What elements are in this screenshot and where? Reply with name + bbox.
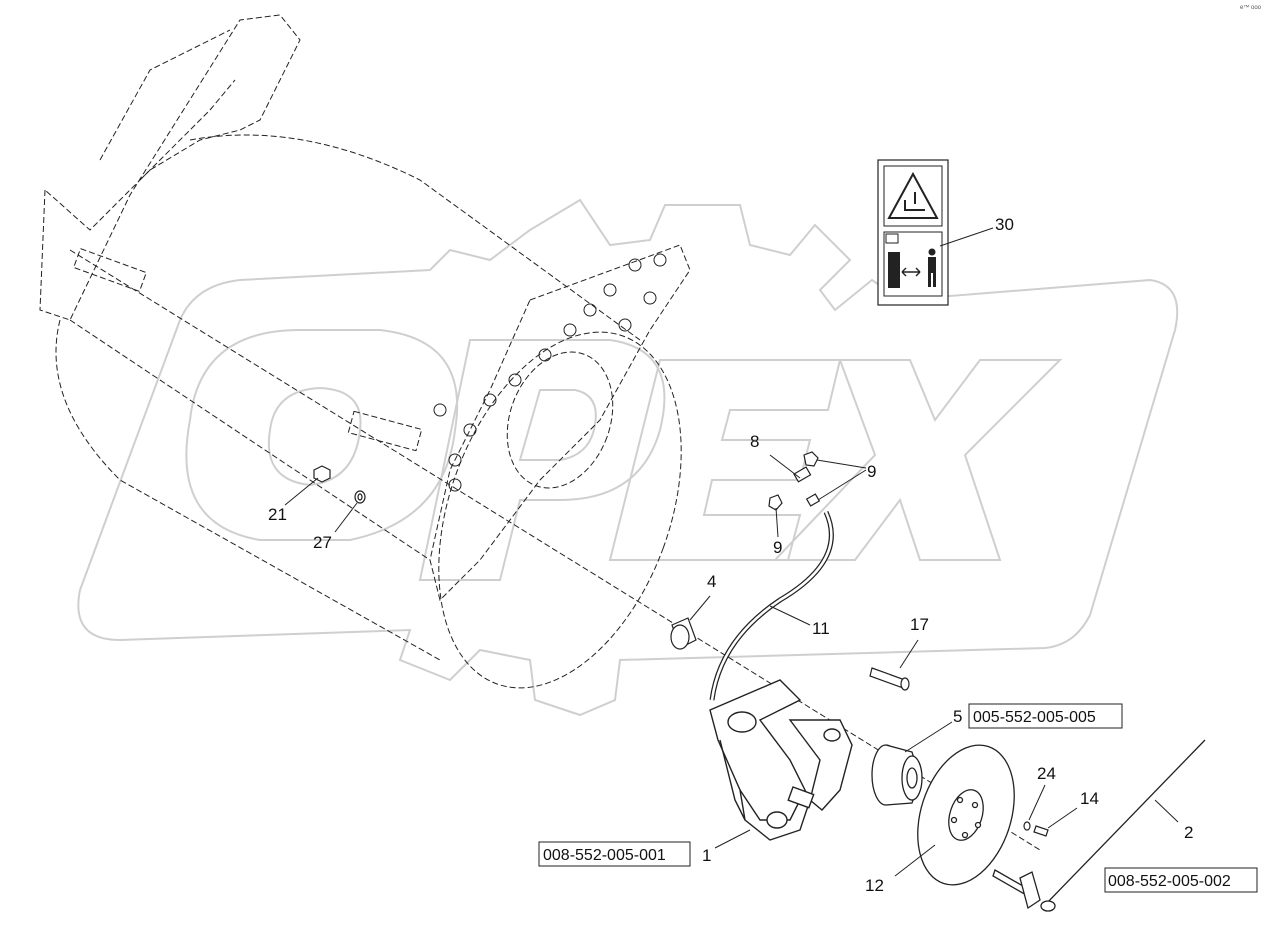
- end-plate-holes: [433, 253, 667, 492]
- bolt-hole: [508, 373, 522, 387]
- drum-top-line: [189, 134, 641, 341]
- callout-9b: 9: [773, 538, 782, 557]
- leader-30: [939, 227, 994, 247]
- part-code-1: 008-552-005-001: [543, 847, 666, 864]
- part-code-box-1: [538, 841, 691, 867]
- leader-8: [769, 454, 801, 479]
- part-8-fitting: [768, 451, 821, 511]
- leader-1: [714, 829, 751, 849]
- bolt-hole: [583, 303, 597, 317]
- part-code-box-2: [1104, 867, 1258, 893]
- watermark-gear-outline: [77, 198, 1179, 717]
- leader-9b: [775, 507, 779, 538]
- callout-17: 17: [910, 615, 929, 634]
- warning-triangle-icon: [887, 171, 939, 219]
- callout-21: 21: [268, 505, 287, 524]
- opex-watermark: [77, 198, 1179, 717]
- part-14-screw: [1033, 825, 1049, 837]
- part-12-disc: [917, 744, 1015, 886]
- bolt-hole: [448, 478, 462, 492]
- part-code-box-5: [968, 703, 1123, 729]
- callout-2: 2: [1184, 823, 1193, 842]
- person-icon: [928, 248, 936, 287]
- manual-icon: [885, 233, 899, 244]
- leader-27: [334, 502, 358, 533]
- callout-11: 11: [812, 619, 830, 638]
- leader-4: [689, 595, 711, 621]
- leader-11: [769, 605, 811, 626]
- callout-30: 30: [995, 215, 1014, 234]
- part-11-hose-core: [710, 511, 833, 701]
- callout-12: 12: [865, 876, 884, 895]
- callout-14: 14: [1080, 789, 1099, 808]
- bolt-hole: [563, 323, 577, 337]
- bolt-hole: [643, 291, 657, 305]
- side-frame-outline: [39, 14, 301, 321]
- leader-9a: [816, 459, 867, 469]
- part-4-spacer: [670, 617, 697, 650]
- part-code-2: 008-552-005-002: [1108, 873, 1231, 890]
- bolt-hole: [538, 348, 552, 362]
- leader-21: [284, 477, 319, 506]
- frame-slot: [347, 410, 423, 452]
- bolt-hole: [628, 258, 642, 272]
- callout-8: 8: [750, 432, 759, 451]
- part-1-bracket: [709, 679, 853, 841]
- bolt-hole: [603, 283, 617, 297]
- distance-arrow-icon: [901, 267, 921, 277]
- watermark-letter-x: [772, 359, 1063, 561]
- drum-frame: [39, 14, 1041, 851]
- leader-9a2: [817, 469, 867, 501]
- part-code-5: 005-552-005-005: [973, 709, 1096, 726]
- part-17-bolt: [869, 667, 910, 691]
- callout-24: 24: [1037, 764, 1056, 783]
- part-30-decal: [877, 159, 949, 306]
- leader-17: [899, 639, 919, 669]
- watermark-letter-p: [418, 339, 666, 581]
- leader-5: [904, 721, 953, 753]
- drum-bottom-line: [69, 319, 431, 561]
- drum-hub: [506, 351, 614, 489]
- end-plate: [429, 244, 691, 601]
- leader-24: [1028, 784, 1046, 821]
- callout-27: 27: [313, 533, 332, 552]
- bolt-hole: [653, 253, 667, 267]
- machine-block-icon: [888, 252, 900, 288]
- bolt-hole: [618, 318, 632, 332]
- frame-slot-upper: [73, 247, 147, 293]
- callout-9a: 9: [867, 462, 876, 481]
- bolt-hole: [463, 423, 477, 437]
- callout-4: 4: [707, 572, 716, 591]
- drum-shell-left: [55, 319, 441, 661]
- leader-12: [894, 844, 936, 877]
- callout-1: 1: [702, 846, 711, 865]
- bolt-hole: [448, 453, 462, 467]
- bolt-hole: [433, 403, 447, 417]
- corner-code: e™ ooo: [1240, 4, 1262, 11]
- leader-14: [1047, 807, 1078, 829]
- crush-hazard-icon: [904, 192, 925, 211]
- watermark-letter-o: [185, 329, 459, 541]
- leader-2: [1154, 799, 1179, 823]
- part-5-hub: [871, 744, 923, 806]
- part-24-washer: [1023, 821, 1031, 831]
- drum-disc: [438, 331, 682, 689]
- part-2-rod: [992, 739, 1206, 912]
- bolt-hole: [483, 393, 497, 407]
- frame-arm: [99, 29, 236, 181]
- part-27-washer: [354, 490, 366, 504]
- callout-5: 5: [953, 707, 962, 726]
